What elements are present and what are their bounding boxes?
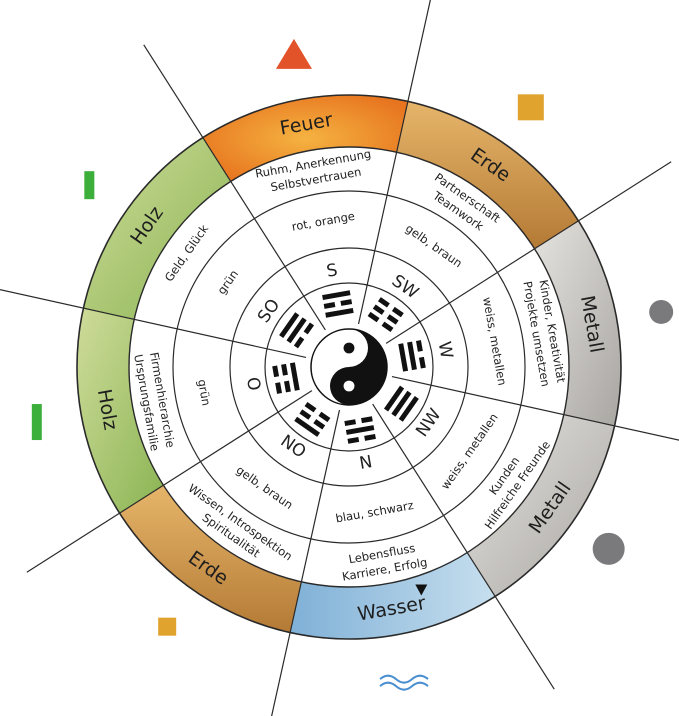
- direction-label-w: W: [434, 340, 457, 360]
- green-bar-icon: [31, 404, 42, 441]
- element-band-o: [76, 308, 164, 514]
- element-band-so: [83, 137, 231, 320]
- color-label-o: grün: [195, 378, 213, 407]
- element-band-w: [534, 220, 621, 426]
- water-marker-icon: [415, 584, 428, 596]
- segment-divider: [372, 403, 555, 690]
- element-band-no: [119, 485, 302, 633]
- trigram-o: [272, 362, 300, 394]
- trigram-n: [344, 416, 376, 444]
- direction-label-o: O: [242, 376, 264, 393]
- yin-yang-icon: [310, 328, 388, 406]
- trigram-no: [294, 401, 331, 437]
- segment-divider: [26, 390, 313, 573]
- outer-ring-border: [76, 94, 622, 640]
- direction-label-s: S: [325, 260, 339, 282]
- trigram-so: [279, 312, 315, 349]
- segment-divider: [357, 0, 431, 325]
- gray-circle-icon: [592, 532, 625, 565]
- red-triangle-icon: [275, 38, 312, 69]
- color-ring: [229, 247, 469, 487]
- segment-divider: [271, 409, 341, 716]
- segment-divider: [385, 161, 672, 344]
- yellow-square-icon: [517, 94, 544, 121]
- blue-waves-icon: [379, 674, 429, 691]
- direction-label-n: N: [358, 452, 374, 474]
- direction-ring: [264, 282, 434, 452]
- aspiration-ring: [172, 190, 526, 544]
- element-band-n: [290, 552, 496, 639]
- trigram-nw: [383, 385, 419, 422]
- segment-divider: [391, 375, 679, 441]
- trigram-s: [322, 290, 354, 318]
- gray-circle-icon: [649, 299, 674, 324]
- element-band-sw: [396, 101, 579, 249]
- element-band-s: [202, 95, 408, 182]
- green-bar-icon: [84, 171, 95, 200]
- trigram-sw: [367, 297, 404, 333]
- segment-divider: [143, 44, 326, 331]
- element-band-nw: [467, 414, 615, 597]
- segment-divider: [0, 289, 307, 359]
- yellow-square-icon: [158, 617, 177, 636]
- trigram-w: [398, 340, 426, 372]
